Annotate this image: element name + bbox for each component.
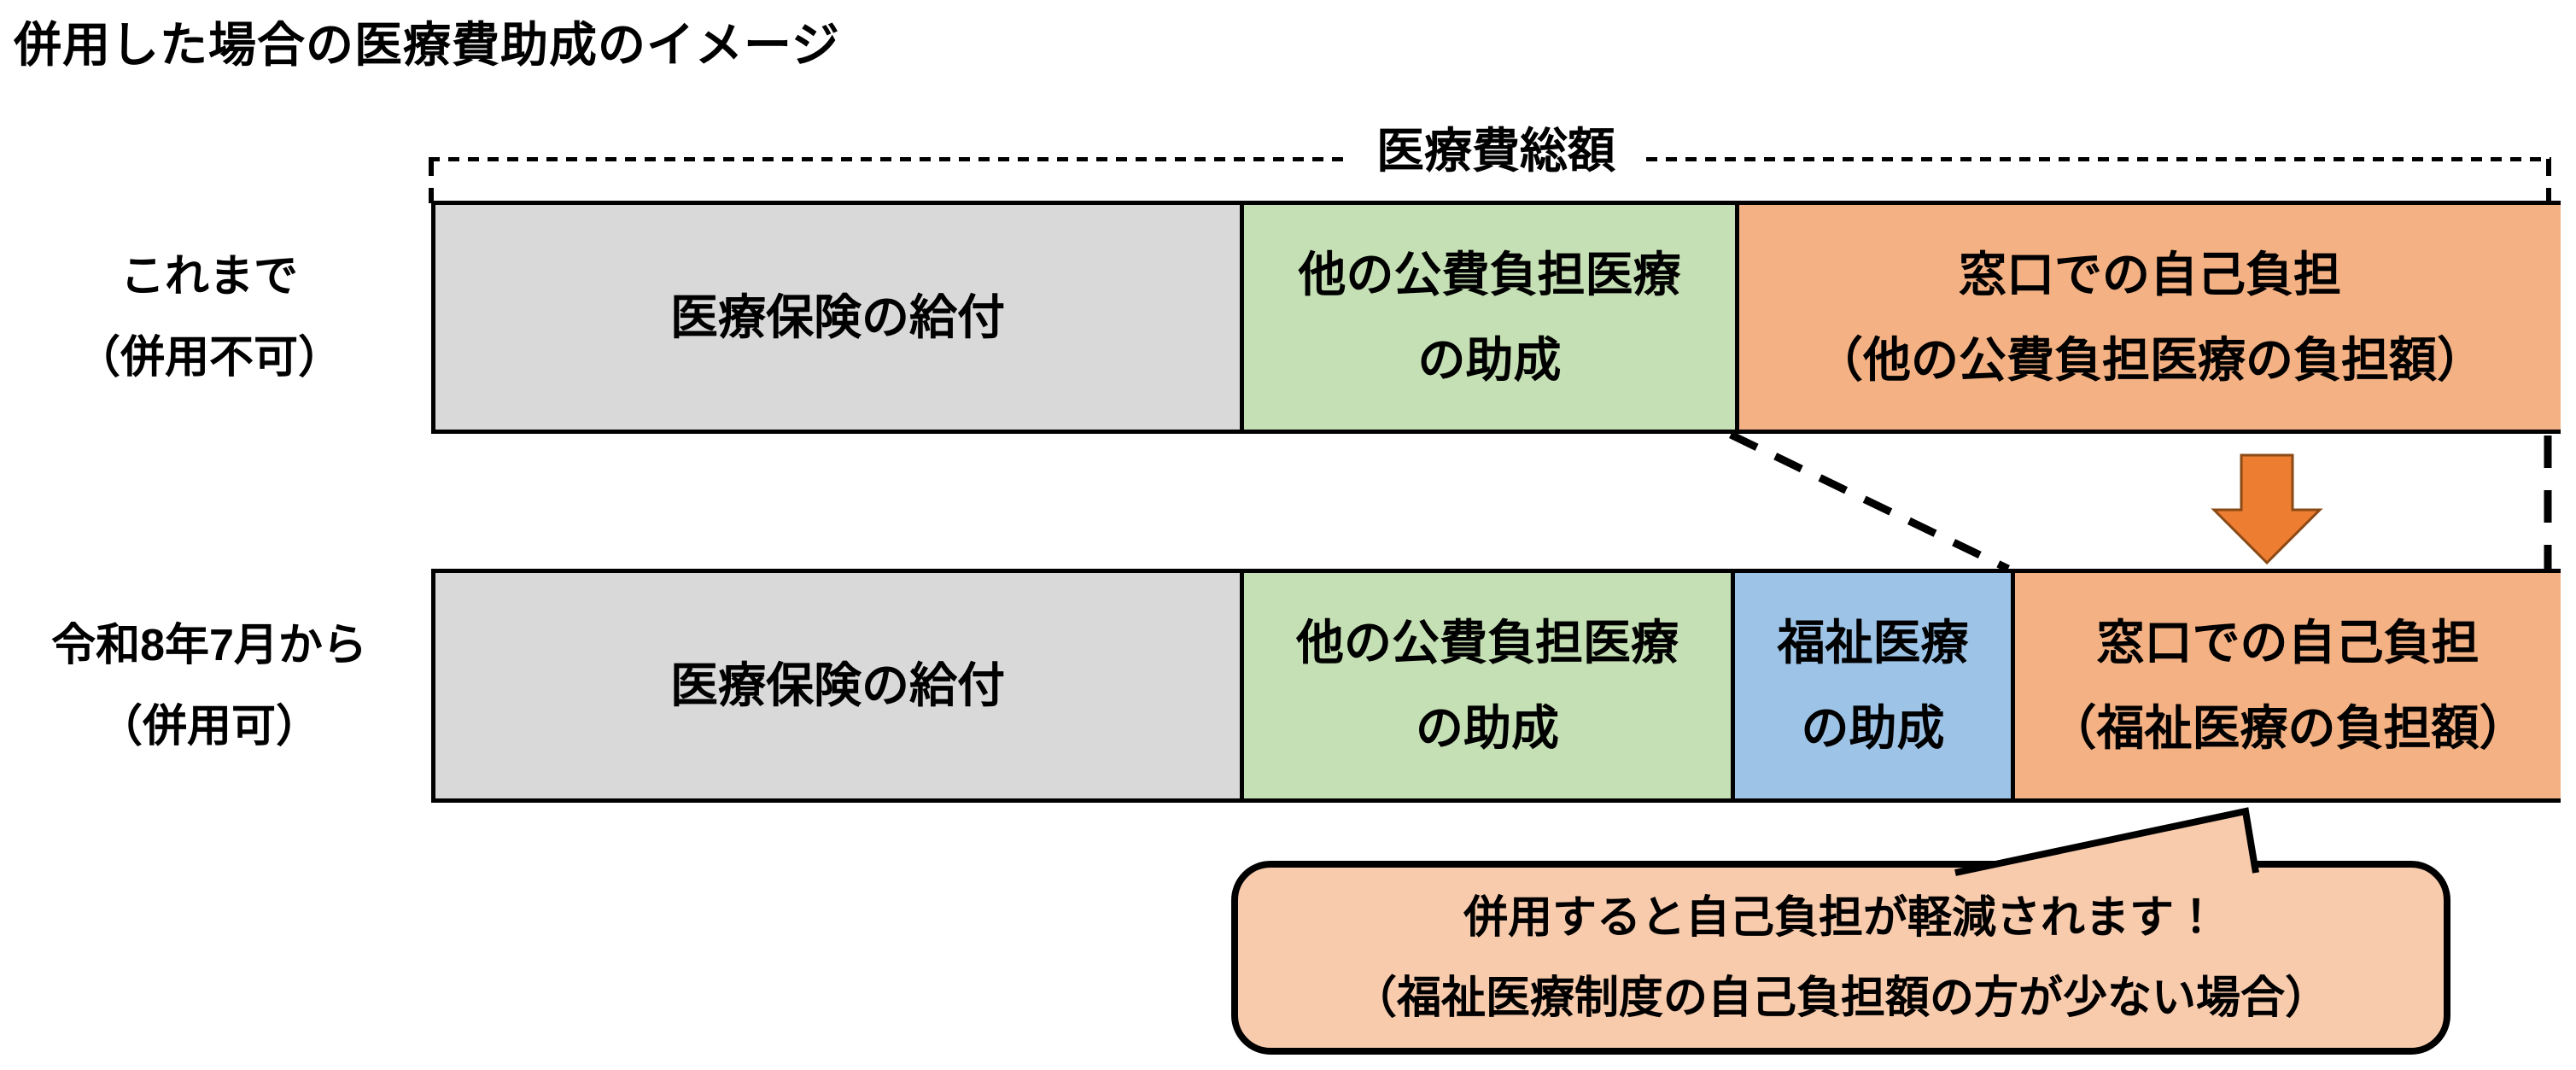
segment-label-line2: （福祉医療の負担額） bbox=[2048, 701, 2527, 755]
total-cost-label: 医療費総額 bbox=[1346, 120, 1646, 183]
segment-self-pay-before: 窓口での自己負担 （他の公費負担医療の負担額） bbox=[1735, 205, 2561, 430]
segment-label-line1: 窓口での自己負担 bbox=[2096, 616, 2480, 669]
segment-label-line1: 他の公費負担医療 bbox=[1296, 616, 1679, 669]
row2-side-label: 令和8年7月から （併用可） bbox=[0, 605, 418, 768]
segment-label-line1: 窓口での自己負担 bbox=[1959, 247, 2341, 301]
segment-label-line1: 他の公費負担医療 bbox=[1298, 247, 1681, 301]
row1-side-label-line1: これまで bbox=[120, 252, 298, 301]
segment-insurance-benefit: 医療保険の給付 bbox=[435, 573, 1240, 798]
dashed-diagonal-connector bbox=[1729, 430, 2010, 573]
total-cost-bracket-right-end bbox=[2546, 159, 2551, 203]
row2-side-label-line2: （併用可） bbox=[97, 702, 320, 751]
segment-self-pay-after: 窓口での自己負担 （福祉医療の負担額） bbox=[2011, 573, 2561, 798]
row1-side-label-line2: （併用不可） bbox=[75, 333, 342, 383]
down-arrow-icon bbox=[2211, 453, 2323, 565]
segment-welfare-medical-subsidy: 福祉医療 の助成 bbox=[1731, 573, 2011, 798]
segment-insurance-benefit: 医療保険の給付 bbox=[435, 205, 1240, 430]
segment-other-public-subsidy: 他の公費負担医療 の助成 bbox=[1240, 205, 1735, 430]
callout-line1: 併用すると自己負担が軽減されます！ bbox=[1463, 892, 2218, 943]
segment-label: 医療保険の給付 bbox=[670, 658, 1005, 712]
row1-side-label: これまで （併用不可） bbox=[9, 237, 410, 399]
total-cost-bracket-left-end bbox=[429, 159, 434, 203]
callout-bubble: 併用すると自己負担が軽減されます！ （福祉医療制度の自己負担額の方が少ない場合） bbox=[1231, 861, 2450, 1055]
segment-label-line2: （他の公費負担医療の負担額） bbox=[1815, 332, 2485, 387]
segment-label-line1: 福祉医療 bbox=[1777, 616, 1969, 669]
bar-before-combination: 医療保険の給付 他の公費負担医療 の助成 窓口での自己負担 （他の公費負担医療の… bbox=[431, 201, 2561, 434]
callout-line2: （福祉医療制度の自己負担額の方が少ない場合） bbox=[1352, 973, 2329, 1023]
segment-other-public-subsidy: 他の公費負担医療 の助成 bbox=[1240, 573, 1731, 798]
segment-label-line2: の助成 bbox=[1417, 332, 1562, 387]
page-title: 併用した場合の医療費助成のイメージ bbox=[14, 18, 840, 72]
segment-label-line2: の助成 bbox=[1801, 701, 1945, 755]
row2-side-label-line1: 令和8年7月から bbox=[51, 621, 367, 670]
bar-after-combination: 医療保険の給付 他の公費負担医療 の助成 福祉医療 の助成 窓口での自己負担 （… bbox=[431, 569, 2561, 803]
segment-label-line2: の助成 bbox=[1416, 701, 1559, 755]
segment-label: 医療保険の給付 bbox=[670, 289, 1005, 344]
